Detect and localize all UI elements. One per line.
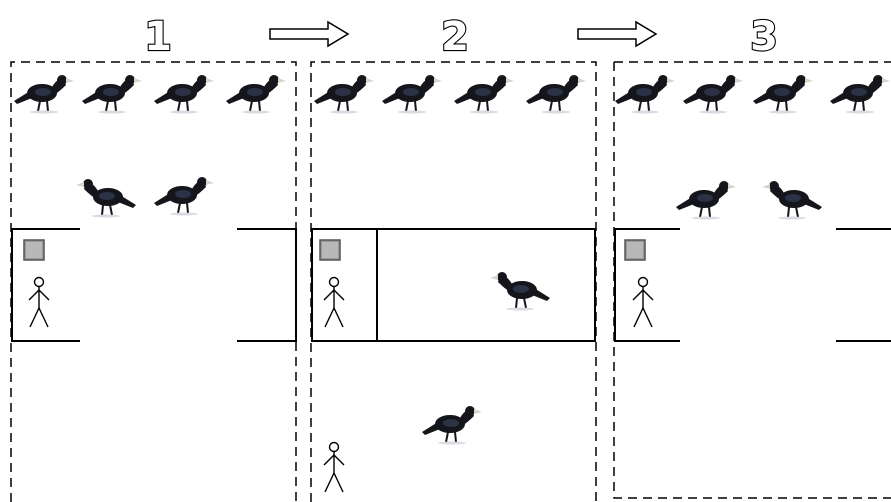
- crow-icon: [13, 74, 75, 115]
- crow-icon: [381, 74, 443, 115]
- crow-icon: [225, 74, 287, 115]
- panel-boundary: [10, 61, 297, 502]
- panel-boundary: [310, 61, 597, 502]
- gray-square-icon: [319, 239, 341, 261]
- crow-icon: [525, 74, 587, 115]
- step-number-1: 1: [144, 14, 172, 60]
- crow-icon: [453, 74, 515, 115]
- panel-3: [613, 61, 891, 499]
- right-arrow-icon: [577, 21, 657, 47]
- crow-icon: [490, 272, 550, 311]
- crow-icon: [153, 176, 215, 217]
- gray-square-icon: [23, 239, 45, 261]
- panel-2: [310, 61, 597, 502]
- crow-icon: [762, 181, 822, 220]
- panel-boundary: [613, 61, 891, 499]
- step-number-2: 2: [441, 14, 469, 60]
- crow-icon: [682, 74, 744, 115]
- stick-figure-icon: [323, 441, 345, 493]
- crow-icon: [313, 74, 375, 115]
- stick-figure-icon: [632, 276, 654, 328]
- enclosure: [614, 228, 891, 342]
- step-number-3: 3: [750, 14, 778, 60]
- enclosure: [11, 228, 297, 342]
- crow-icon: [675, 180, 737, 221]
- right-arrow-icon: [269, 21, 349, 47]
- crow-icon: [421, 405, 483, 446]
- crow-icon: [614, 74, 676, 115]
- crow-icon: [153, 74, 215, 115]
- gray-square-icon: [624, 239, 646, 261]
- stick-figure-icon: [323, 276, 345, 328]
- crow-icon: [752, 74, 814, 115]
- enclosure: [311, 228, 596, 342]
- stick-figure-icon: [28, 276, 50, 328]
- crow-icon: [81, 74, 143, 115]
- panel-1: [10, 61, 297, 502]
- crow-icon: [829, 74, 891, 115]
- crow-icon: [76, 179, 136, 218]
